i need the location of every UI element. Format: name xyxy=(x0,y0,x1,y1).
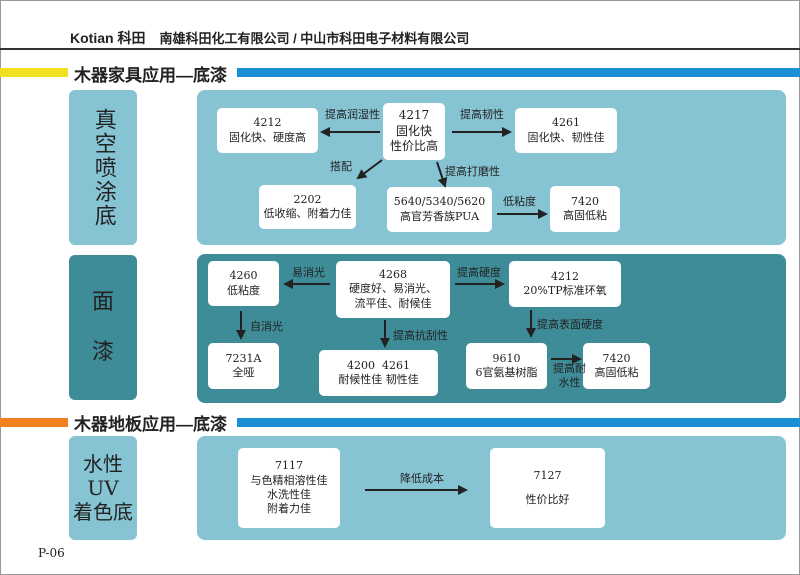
arrow-label: 易消光 xyxy=(292,266,325,279)
arrow-label: 降低成本 xyxy=(400,472,444,485)
company-names: 南雄科田化工有限公司 / 中山市科田电子材料有限公司 xyxy=(159,31,470,46)
arrow-label: 搭配 xyxy=(330,160,352,173)
arrow-label: 自消光 xyxy=(250,320,283,333)
arrow-label: 提高润湿性 xyxy=(325,108,380,121)
arrow-label: 低粘度 xyxy=(503,195,536,208)
label-vacuum-spray-primer: 真空喷涂底 xyxy=(69,90,137,245)
arrow-label: 提高耐水性 xyxy=(553,362,586,389)
arrow-label: 提高表面硬度 xyxy=(537,318,603,331)
arrow-label: 提高韧性 xyxy=(460,108,504,121)
yellow-bar xyxy=(0,68,68,77)
blue-bar xyxy=(237,68,800,77)
section-title-furniture: 木器家具应用—底漆 xyxy=(74,66,227,85)
brand: Kotian 科田 xyxy=(70,30,146,46)
label-topcoat: 面漆 xyxy=(69,255,137,400)
arrow-label: 提高抗刮性 xyxy=(393,329,448,342)
header: Kotian 科田南雄科田化工有限公司 / 中山市科田电子材料有限公司 xyxy=(70,28,469,48)
page-number: P-06 xyxy=(38,546,65,560)
header-divider xyxy=(0,48,800,50)
blue-bar xyxy=(237,418,800,427)
orange-bar xyxy=(0,418,68,427)
arrow-label: 提高硬度 xyxy=(457,266,501,279)
section-title-floor: 木器地板应用—底漆 xyxy=(74,415,227,434)
arrow-label: 提高打磨性 xyxy=(445,165,500,178)
